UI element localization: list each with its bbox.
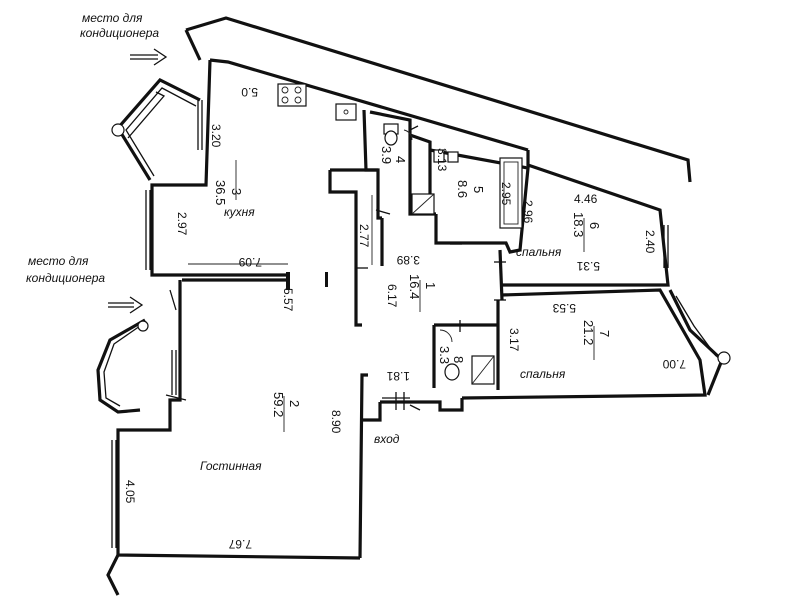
dimension-lines	[188, 195, 373, 265]
dim-2-96: 2.96	[521, 200, 535, 224]
room-number: 3	[229, 188, 244, 195]
toilet-wc4	[383, 123, 413, 146]
room-bath8-id: 8 3.3	[437, 346, 466, 364]
room-area: 8.6	[455, 180, 470, 198]
ac-note-left-line2: кондиционера	[26, 271, 105, 285]
dim-8-90: 8.90	[329, 410, 343, 434]
bath8-fixtures	[439, 329, 495, 385]
room-number: 1	[423, 282, 438, 289]
room-label-bedroom6: спальня	[516, 245, 562, 259]
dim-6-17: 6.17	[385, 284, 399, 308]
dim-5-31: 5.31	[576, 259, 600, 273]
column	[286, 272, 290, 290]
room-area: 36.5	[213, 180, 228, 205]
bath5-fixtures	[411, 149, 523, 229]
dim-5-53: 5.53	[552, 301, 576, 315]
dim-7-67: 7.67	[228, 537, 252, 551]
room-number: 6	[587, 222, 602, 229]
kitchen-sink	[335, 103, 357, 121]
entrance-label: вход	[374, 432, 400, 446]
room-number: 7	[597, 330, 612, 337]
room-area: 3.3	[437, 346, 452, 364]
room-bath5-id: 5 8.6	[455, 180, 486, 198]
dim-5-57: 5.57	[281, 288, 295, 312]
arrow-icon	[130, 48, 168, 66]
room-hall-id: 1 16.4	[407, 274, 438, 299]
dim-3-17: 3.17	[507, 328, 521, 352]
room-label-bedroom7: спальня	[520, 367, 566, 381]
room-bedroom7-id: 7 21.2	[581, 320, 612, 345]
interior-walls	[182, 109, 530, 422]
room-area: 21.2	[581, 320, 596, 345]
room-label-living: Гостинная	[200, 459, 262, 473]
dim-7-00: 7.00	[662, 357, 686, 371]
dim-2-40: 2.40	[643, 230, 657, 254]
dim-1-81: 1.81	[386, 369, 410, 383]
dim-2-95: 2.95	[499, 182, 513, 206]
windows	[111, 100, 691, 548]
room-kitchen-id: 3 36.5	[213, 180, 244, 205]
dim-7-09: 7.09	[238, 255, 262, 269]
dim-5-0: 5.0	[241, 85, 258, 99]
room-number: 8	[451, 356, 466, 363]
room-area: 3.9	[379, 146, 394, 164]
room-number: 4	[393, 156, 408, 163]
bay-window-bedroom	[668, 289, 731, 396]
arrow-icon	[108, 296, 144, 314]
room-number: 2	[287, 400, 302, 407]
room-area: 59.2	[271, 392, 286, 417]
dim-2-77: 2.77	[357, 224, 371, 248]
ac-note-top-line1: место для	[82, 11, 143, 25]
room-label-kitchen: кухня	[224, 205, 255, 219]
room-number: 5	[471, 186, 486, 193]
dim-3-20: 3.20	[209, 124, 223, 148]
door-marks	[165, 125, 506, 411]
bay-window-kitchen	[111, 78, 201, 181]
bay-window-living	[96, 318, 149, 414]
ac-note-top-line2: кондиционера	[80, 26, 159, 40]
dim-4-46: 4.46	[574, 192, 598, 206]
room-area: 18.3	[571, 212, 586, 237]
room-area: 16.4	[407, 274, 422, 299]
room-wc4-id: 4 3.9	[379, 146, 408, 164]
dim-2-97: 2.97	[175, 212, 189, 236]
room-bedroom6-id: 6 18.3	[571, 212, 602, 237]
dim-4-05: 4.05	[123, 480, 137, 504]
dim-3-89: 3.89	[396, 253, 420, 267]
kitchen-stove	[277, 83, 307, 107]
column	[325, 272, 328, 287]
dim-3-13: 3.13	[435, 148, 449, 172]
room-living-id: 2 59.2	[271, 392, 302, 417]
ac-note-left-line1: место для	[28, 254, 89, 268]
